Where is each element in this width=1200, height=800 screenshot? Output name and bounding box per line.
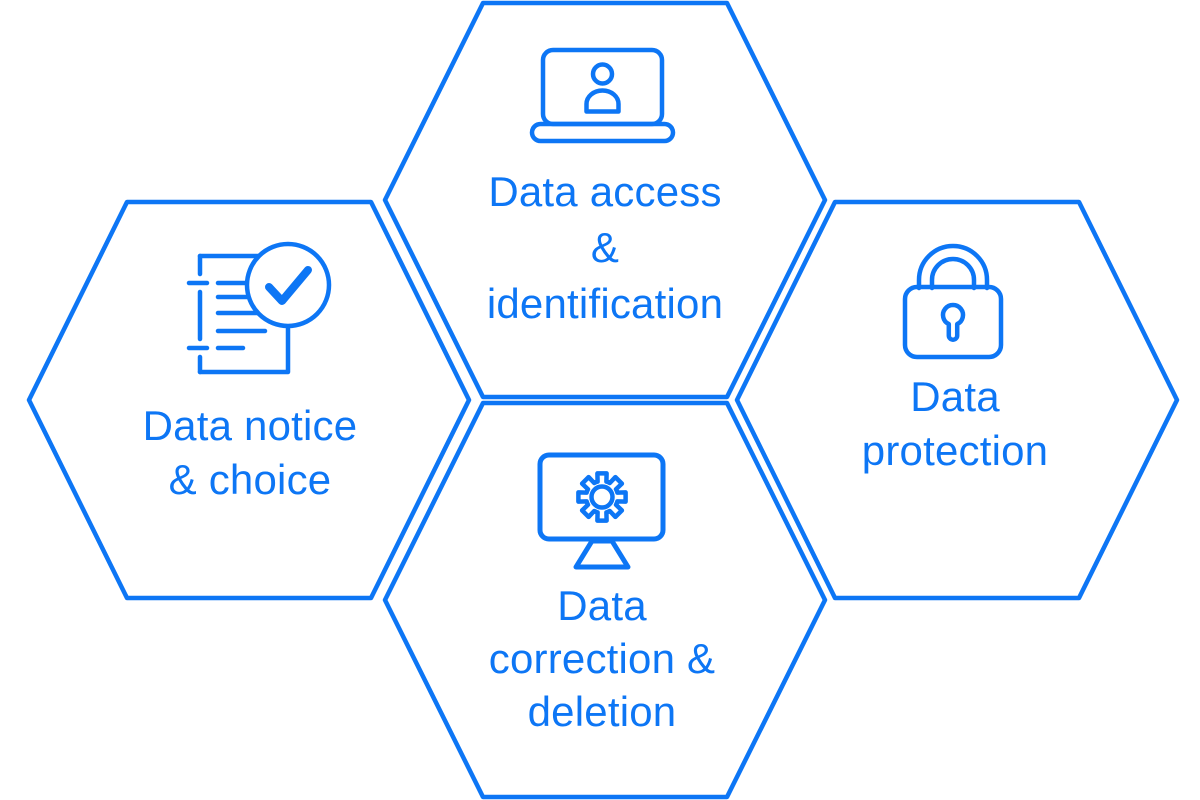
monitor-stand bbox=[573, 538, 631, 570]
label-line: & choice bbox=[168, 456, 332, 503]
hexagon-data-access bbox=[382, 0, 828, 400]
gear-icon bbox=[576, 471, 628, 523]
label-line: protection bbox=[861, 427, 1049, 474]
label-line: correction & bbox=[488, 635, 716, 682]
check-circle bbox=[244, 241, 332, 329]
label-line: & bbox=[590, 224, 620, 271]
label-line: identification bbox=[486, 280, 724, 327]
laptop-user-icon bbox=[529, 47, 676, 144]
checklist-check-icon bbox=[186, 241, 332, 375]
label-data-protection: Data protection bbox=[755, 370, 1155, 478]
hexagon-data-correction bbox=[382, 400, 828, 800]
label-data-access: Data access & identification bbox=[405, 164, 805, 332]
label-data-notice: Data notice & choice bbox=[50, 399, 450, 507]
hexagon-data-protection bbox=[734, 199, 1180, 601]
hexagon-data-notice bbox=[26, 199, 472, 601]
label-line: Data bbox=[910, 373, 1000, 420]
label-line: Data notice bbox=[142, 402, 358, 449]
label-line: Data bbox=[557, 582, 647, 629]
label-data-correction: Data correction & deletion bbox=[402, 579, 802, 738]
label-line: deletion bbox=[527, 688, 677, 735]
keyhole bbox=[940, 302, 966, 342]
padlock-icon bbox=[902, 243, 1004, 360]
label-line: Data access bbox=[488, 168, 722, 215]
monitor-gear-icon bbox=[537, 452, 666, 570]
check-mark bbox=[265, 266, 312, 305]
